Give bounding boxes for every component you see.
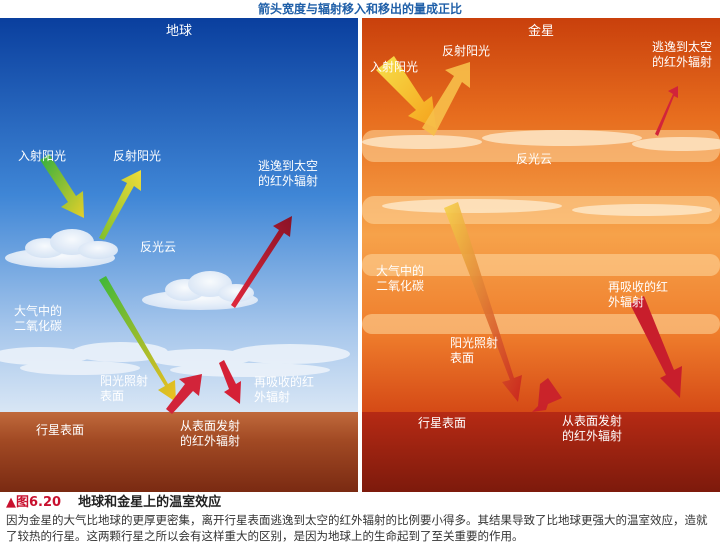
venus-incoming-sunlight-label: 入射阳光 — [370, 60, 419, 74]
earth-escaping-ir-label: 逃逸到太空的红外辐射 — [258, 159, 319, 188]
venus-surface-ir-label: 从表面发射的红外辐射 — [562, 414, 623, 443]
caption-title-line: ▲图6.20 地球和金星上的温室效应 — [6, 494, 714, 512]
venus-co2-label: 大气中的二氧化碳 — [376, 264, 425, 293]
venus-panel: 金星 入射阳光 反射阳光 逃逸到太空的红外辐射 反光云 大气中的二氧化碳 再吸收… — [362, 18, 720, 492]
figure-number: ▲图6.20 — [6, 495, 62, 510]
earth-cloud-band — [0, 342, 350, 377]
venus-reflective-clouds-label: 反光云 — [516, 152, 553, 166]
earth-reflected-sunlight-label: 反射阳光 — [113, 149, 162, 163]
venus-incoming-sunlight-arrow — [376, 56, 436, 128]
venus-cloud-highlights — [362, 130, 720, 216]
earth-co2-label: 大气中的二氧化碳 — [14, 304, 63, 333]
venus-reabsorbed-ir-arrow — [630, 296, 682, 398]
venus-escaping-ir-label: 逃逸到太空的红外辐射 — [652, 40, 713, 69]
venus-sunlight-surface-label: 阳光照射表面 — [450, 336, 499, 365]
header-note: 箭头宽度与辐射移入和移出的量成正比 — [257, 2, 462, 16]
venus-illustration — [362, 18, 720, 492]
earth-surface-label: 行星表面 — [36, 423, 85, 437]
earth-reflective-clouds-label: 反光云 — [140, 240, 177, 254]
earth-panel: 地球 入射阳光 反射阳光 逃逸到太空的红外辐射 反光云 大气中的二氧化碳 阳光照… — [0, 18, 358, 492]
venus-surface — [362, 412, 720, 492]
earth-reabsorbed-ir-arrow — [219, 360, 241, 404]
venus-surface-label: 行星表面 — [418, 416, 467, 430]
earth-surface-ir-arrow — [166, 374, 202, 414]
caption-body: 因为金星的大气比地球的更厚更密集，离开行星表面逃逸到太空的红外辐射的比例要小得多… — [6, 513, 708, 543]
venus-reflected-sunlight-label: 反射阳光 — [442, 44, 491, 58]
venus-reflected-sunlight-arrow — [422, 62, 470, 136]
earth-surface-ir-label: 从表面发射的红外辐射 — [180, 419, 241, 448]
panel-divider — [358, 18, 362, 492]
venus-reabsorbed-ir-label: 再吸收的红外辐射 — [608, 280, 669, 309]
earth-sunlight-surface-label: 阳光照射表面 — [100, 374, 149, 403]
caption-title: 地球和金星上的温室效应 — [78, 495, 222, 510]
earth-reabsorbed-ir-label: 再吸收的红外辐射 — [254, 375, 315, 404]
venus-downward-sunlight-arrow — [444, 202, 522, 402]
earth-incoming-sunlight-label: 入射阳光 — [18, 149, 67, 163]
earth-cloud-upper — [5, 229, 118, 268]
figure-caption: ▲图6.20 地球和金星上的温室效应 因为金星的大气比地球的更厚更密集，离开行星… — [6, 494, 714, 544]
earth-surface — [0, 412, 358, 492]
venus-surface-ir-arrow — [532, 378, 562, 412]
earth-reflected-sunlight-arrow — [99, 170, 141, 240]
earth-escaping-ir-arrow — [231, 216, 292, 308]
earth-cloud-middle — [142, 271, 258, 310]
earth-incoming-sunlight-arrow — [40, 154, 84, 218]
earth-illustration — [0, 18, 358, 492]
earth-title: 地球 — [165, 24, 192, 39]
earth-downward-sunlight-arrow — [99, 276, 176, 402]
venus-escaping-ir-arrow — [655, 86, 678, 136]
venus-title: 金星 — [527, 24, 554, 39]
